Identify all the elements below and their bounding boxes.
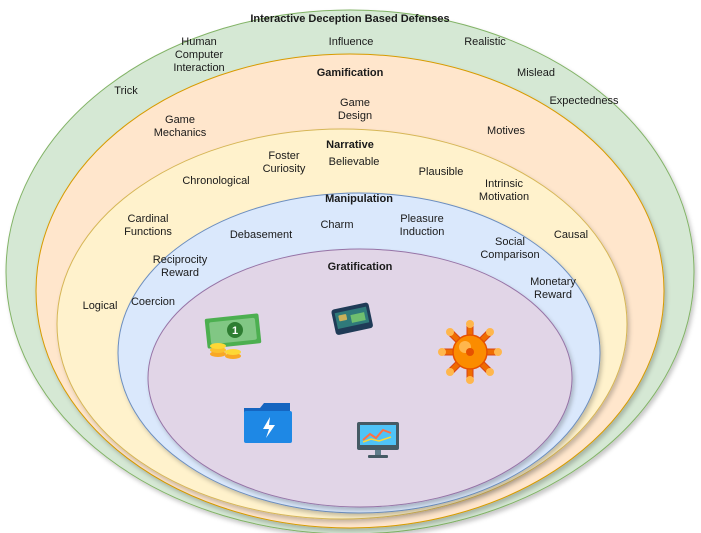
term-motives: Motives (487, 125, 525, 137)
term-game-design: Game Design (337, 97, 373, 122)
term-realistic: Realistic (464, 36, 506, 48)
narrative-title: Narrative (326, 139, 374, 151)
term-debasement: Debasement (229, 229, 293, 241)
term-hci: Human Computer Interaction (173, 36, 225, 74)
term-pleasure-induction: Pleasure Induction (399, 213, 445, 238)
term-mislead: Mislead (517, 67, 555, 79)
term-causal: Causal (553, 229, 589, 241)
layer-gratification-ellipse (147, 248, 573, 508)
money-icon: 1 (204, 313, 262, 359)
term-monetary-reward: Monetary Reward (530, 276, 576, 301)
term-expectedness: Expectedness (549, 95, 619, 107)
term-plausible: Plausible (418, 166, 464, 178)
credit-card-icon (331, 302, 373, 335)
term-coercion: Coercion (130, 296, 176, 308)
term-trick: Trick (114, 85, 138, 97)
term-cardinal-functions: Cardinal Functions (124, 213, 172, 238)
term-chronological: Chronological (182, 175, 250, 187)
term-game-mechanics: Game Mechanics (153, 114, 207, 139)
term-foster-curiosity: Foster Curiosity (262, 150, 306, 175)
virus-icon (438, 320, 502, 384)
svg-text:1: 1 (232, 325, 238, 337)
defenses-title: Interactive Deception Based Defenses (250, 13, 450, 25)
folder-flash-icon (244, 403, 292, 443)
term-influence: Influence (328, 36, 374, 48)
term-social-comparison: Social Comparison (480, 236, 540, 261)
term-intrinsic-motivation: Intrinsic Motivation (478, 178, 530, 203)
term-logical: Logical (82, 300, 118, 312)
monitor-chart-icon (357, 422, 399, 458)
term-charm: Charm (320, 219, 354, 231)
term-reciprocity-reward: Reciprocity Reward (152, 254, 208, 279)
manipulation-title: Manipulation (325, 193, 393, 205)
term-believable: Believable (328, 156, 380, 168)
gamification-title: Gamification (316, 67, 384, 79)
gratification-title: Gratification (327, 261, 393, 273)
